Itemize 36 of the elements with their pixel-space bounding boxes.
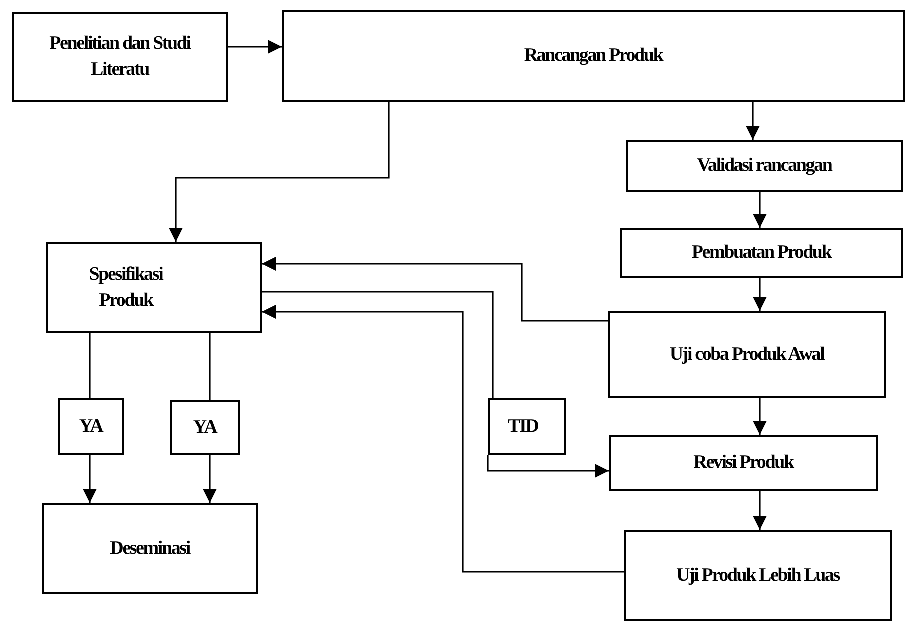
process-box	[170, 400, 240, 455]
process-box	[58, 398, 124, 455]
process-box	[46, 242, 262, 333]
process-box	[620, 228, 903, 278]
process-box	[42, 503, 258, 594]
box-label: Pembuatan Produk	[692, 241, 832, 266]
box-label: Spesifikasi Produk	[88, 262, 164, 312]
arrow	[262, 257, 608, 322]
box-label: Revisi Produk	[694, 451, 794, 476]
arrow	[83, 455, 97, 503]
arrow	[262, 305, 624, 573]
arrow	[753, 278, 767, 311]
box-label: YA	[193, 416, 217, 440]
box-label: Penelitian dan Studi Literatu	[48, 32, 192, 82]
arrow	[169, 102, 390, 242]
arrow	[753, 491, 767, 530]
box-label: Validasi rancangan	[697, 154, 832, 178]
process-box	[282, 10, 905, 102]
arrow	[203, 455, 217, 503]
arrow	[746, 102, 760, 140]
process-box	[12, 12, 228, 102]
arrow	[487, 455, 609, 478]
process-box	[626, 140, 903, 192]
box-label: Rancangan Produk	[524, 44, 663, 68]
process-box	[609, 435, 878, 491]
box-label: YA	[79, 414, 103, 439]
box-label: Uji coba Produk Awal	[670, 342, 824, 367]
arrow	[753, 192, 767, 228]
box-label: Deseminasi	[110, 536, 190, 561]
arrow	[228, 40, 282, 54]
process-box	[624, 530, 892, 621]
process-box	[608, 311, 886, 398]
box-label: TID	[508, 414, 538, 439]
arrow	[753, 398, 767, 435]
process-box	[488, 398, 566, 455]
box-label: Uji Produk Lebih Luas	[676, 564, 840, 588]
